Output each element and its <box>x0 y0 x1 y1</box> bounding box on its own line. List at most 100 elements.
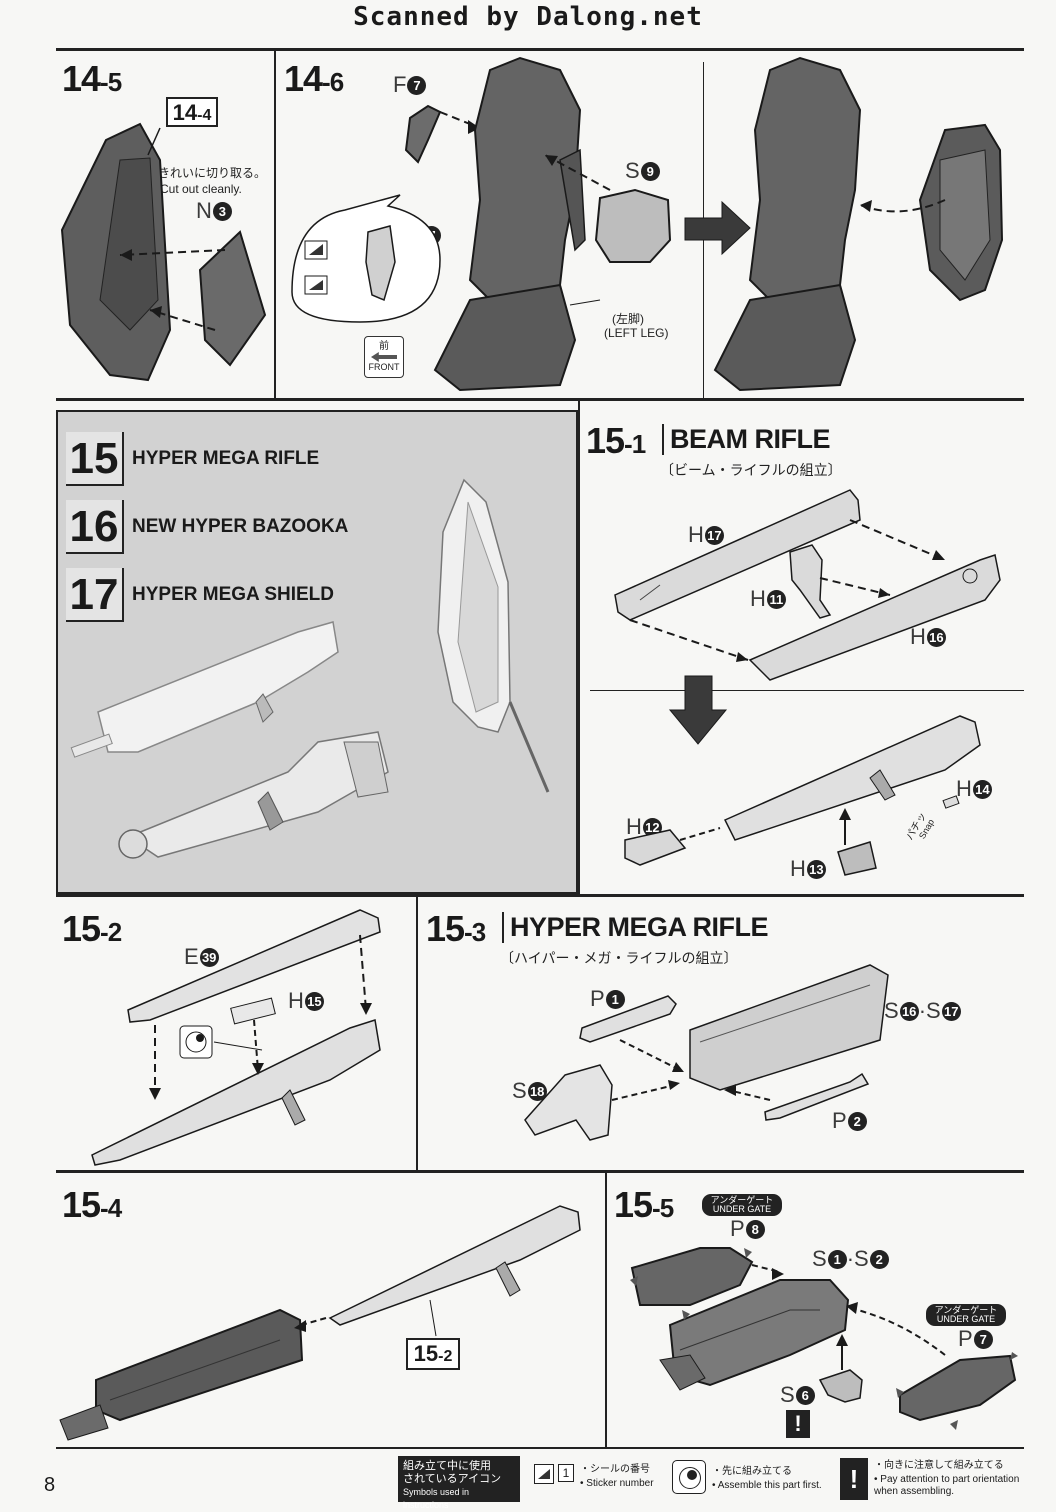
front-en: FRONT <box>368 362 400 372</box>
caution-legend-jp: ・向きに注意して組み立てる <box>874 1460 1004 1471</box>
left-leg-label-jp: (左脚) <box>612 312 644 326</box>
beam-rifle-title: BEAM RIFLE <box>662 424 831 455</box>
p8-part <box>630 1247 754 1306</box>
step-15-4-number: 15-4 <box>62 1184 122 1225</box>
down-arrow-icon <box>668 675 728 745</box>
rule-v-15-4 <box>605 1172 607 1447</box>
intro-label: NEW HYPER BAZOOKA <box>132 516 349 537</box>
left-leg-label-en: (LEFT LEG) <box>604 326 669 340</box>
rifle-core-assembled <box>95 1308 304 1422</box>
h11-part <box>789 544 832 619</box>
caution-legend-icon: ! <box>840 1458 868 1500</box>
intro-label: HYPER MEGA RIFLE <box>132 448 320 469</box>
beam-rifle-15-2-assembly <box>328 1205 581 1326</box>
h17-part <box>614 489 861 621</box>
assemble-first-en: • Assemble this part first. <box>712 1480 822 1491</box>
intro-num: 16 <box>66 500 124 554</box>
next-arrow-icon <box>684 200 751 256</box>
sticker-c-label: C <box>334 243 346 256</box>
step-14-5-ref-box: 14-4 <box>166 97 218 127</box>
step-15-2-number: 15-2 <box>62 908 122 949</box>
s6-part <box>818 1369 863 1403</box>
sticker-legend-en: • Sticker number <box>580 1478 654 1489</box>
p7-part <box>899 1354 1017 1422</box>
leg-assembled <box>748 56 862 301</box>
intro-panel: 15 HYPER MEGA RIFLE 16 NEW HYPER BAZOOKA… <box>56 410 578 894</box>
front-arrow-icon <box>371 352 397 362</box>
caution-orientation-icon: ! <box>786 1410 810 1438</box>
page-number: 8 <box>44 1474 56 1496</box>
step-15-1-number: 15-1 <box>586 420 646 461</box>
assemble-first-legend-icon <box>672 1460 706 1494</box>
caution-legend-en: • Pay attention to part orientation when… <box>874 1474 1020 1497</box>
h13-part <box>837 841 877 876</box>
cut-cleanly-note-en: * Cut out cleanly. <box>152 182 242 196</box>
knee-armor-part <box>60 122 172 382</box>
intro-num: 15 <box>66 432 124 486</box>
step-15-5-number: 15-5 <box>614 1184 674 1225</box>
assemble-first-jp: ・先に組み立てる <box>712 1466 792 1477</box>
hyper-mega-rifle-core <box>689 964 889 1091</box>
e39-part <box>127 909 381 1023</box>
cut-cleanly-note-jp: ※きれいに切り取る。 <box>146 166 267 180</box>
step-15-3-number: 15-3 <box>426 908 486 949</box>
step-15-4-ref-box: 15-2 <box>406 1338 460 1370</box>
sticker-n3-plate <box>198 230 267 367</box>
rule-bottom <box>56 1447 1024 1449</box>
sticker-legend-jp: ・シールの番号 <box>580 1464 650 1475</box>
front-jp: 前 <box>379 341 389 352</box>
intro-illustration <box>70 478 550 859</box>
rule-v-15-1-left <box>578 400 580 894</box>
f7-interior-part <box>918 123 1004 302</box>
s9-part <box>594 188 672 263</box>
top-rule <box>56 48 1024 51</box>
front-indicator: 前 FRONT <box>364 336 404 378</box>
sticker-d-label: D <box>334 279 346 292</box>
leg-left-part <box>468 56 582 301</box>
beam-rifle-subtitle-jp: 〔ビーム・ライフルの組立〕 <box>660 462 842 478</box>
sticker-number-box: 1 <box>558 1464 574 1482</box>
rule-row1-bottom <box>56 398 1024 401</box>
s1-s2-core-part <box>668 1279 850 1387</box>
rifle-body-15-2 <box>91 1019 381 1166</box>
hyper-mega-rifle-subtitle-jp: 〔ハイパー・メガ・ライフルの組立〕 <box>500 950 738 966</box>
h15-part <box>230 997 276 1025</box>
bazooka-figure <box>126 731 389 858</box>
rule-v-14-5 <box>274 48 276 400</box>
h16-part <box>748 554 1001 681</box>
hyper-mega-rifle-title: HYPER MEGA RIFLE <box>502 912 769 943</box>
rule-v-15-1-split <box>590 690 1024 691</box>
intro-num: 17 <box>66 568 124 622</box>
step-14-5-number: 14-5 <box>62 58 122 99</box>
hyper-mega-rifle-figure <box>97 621 339 753</box>
rule-v-14-6-split <box>703 62 704 398</box>
scan-credit: Scanned by Dalong.net <box>353 2 703 32</box>
sticker-legend-icon <box>534 1464 554 1484</box>
rule-row3-bottom <box>56 1170 1024 1173</box>
rule-v-15-2 <box>416 896 418 1170</box>
assemble-first-icon <box>179 1025 213 1059</box>
step-14-6-number: 14-6 <box>284 58 344 99</box>
beam-rifle-assembled <box>723 715 981 841</box>
